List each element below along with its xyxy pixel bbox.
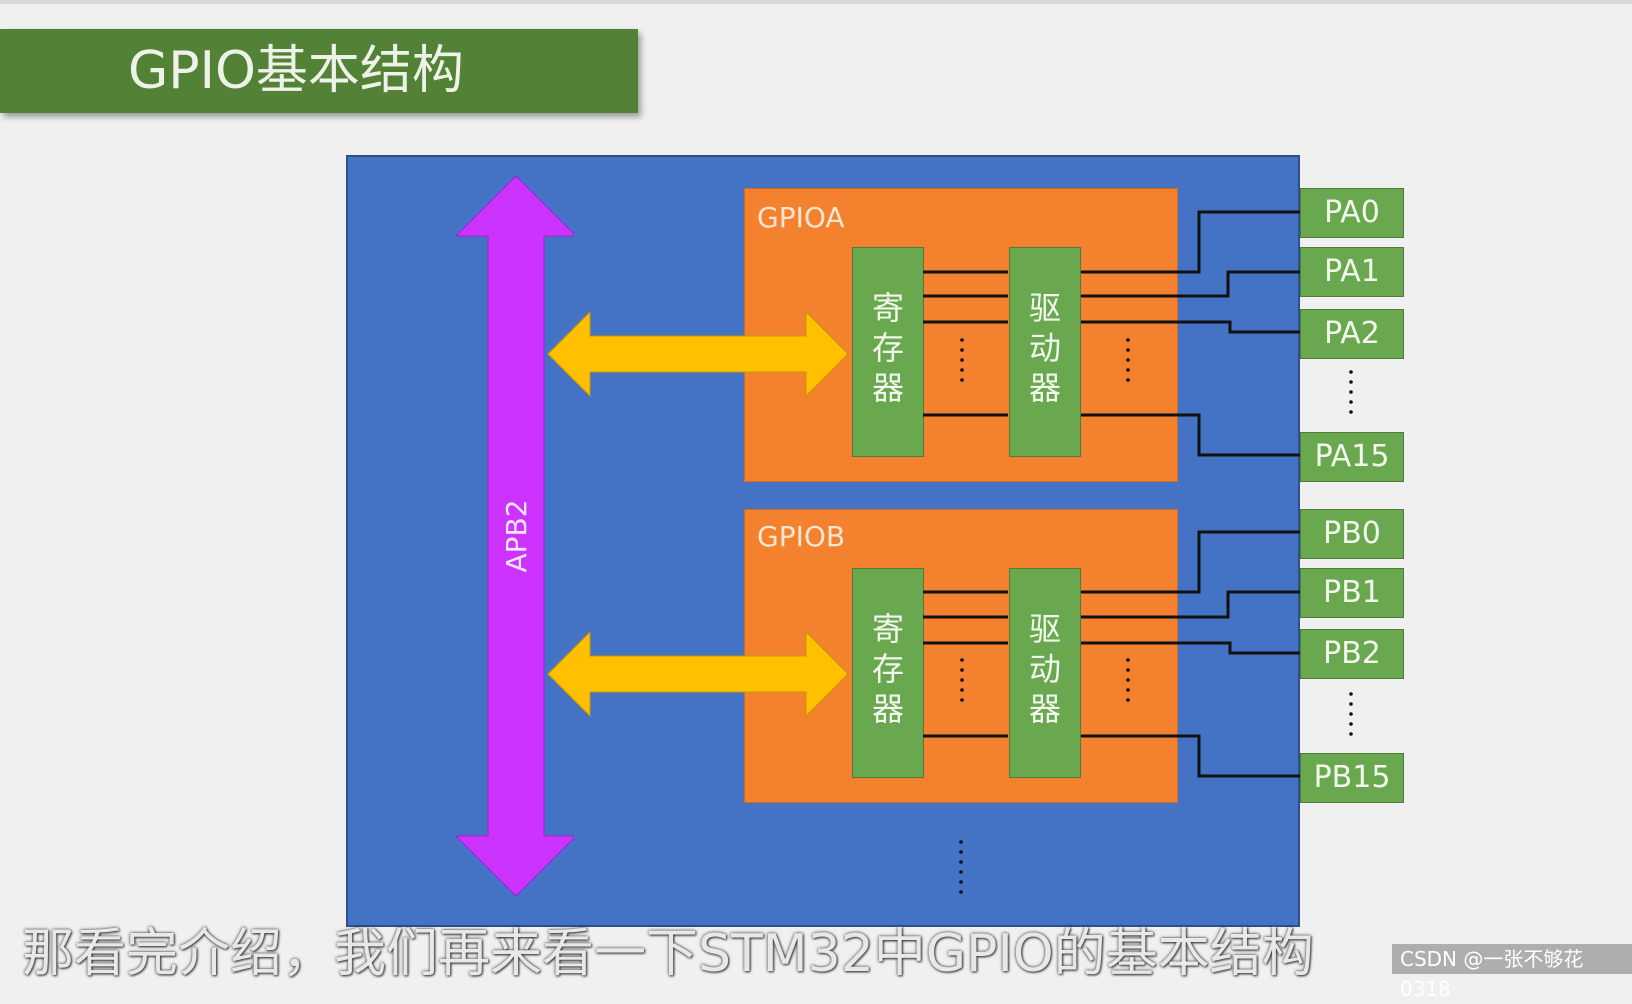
gpiob-register-char: 寄 [871,610,904,648]
gpioa-pin-wires [1081,210,1300,457]
gpioa-driver-char: 器 [1028,369,1061,407]
gpioa-register: 寄 存 器 [852,247,924,457]
pin-pb1: PB1 [1300,568,1404,618]
gpioa-internal-lines [923,270,1008,417]
gpioa-register-char: 寄 [871,289,904,327]
pin-pb0: PB0 [1300,509,1404,559]
gpioa-label: GPIOA [757,201,845,234]
gpiob-register: 寄 存 器 [852,568,924,778]
top-divider [0,0,1632,4]
gpiob-register-char: 器 [871,690,904,728]
gpiob-data-arrow [547,630,849,718]
gpiob-label: GPIOB [757,520,846,553]
gpiob-pin-ellipsis [1349,692,1353,736]
gpioa-reg-ellipsis [960,338,964,382]
pin-pb15: PB15 [1300,753,1404,803]
gpiob-driver-char: 器 [1028,690,1061,728]
gpiob-driver-char: 动 [1028,650,1061,688]
title-banner: GPIO基本结构 [0,29,638,113]
page-title: GPIO基本结构 [128,41,464,101]
video-subtitle: 那看完介绍，我们再来看一下STM32中GPIO的基本结构 [22,924,1314,980]
gpiob-pin-wires [1081,530,1300,778]
pin-pa2: PA2 [1300,309,1404,359]
pin-pa1: PA1 [1300,247,1404,297]
gpiob-internal-lines [923,590,1008,738]
gpiob-driver: 驱 动 器 [1009,568,1081,778]
gpiob-reg-ellipsis [960,658,964,702]
gpioa-driver: 驱 动 器 [1009,247,1081,457]
pin-pa15: PA15 [1300,432,1404,482]
wiring-overlay [547,210,1353,894]
gpioa-pin-ellipsis [1349,370,1353,414]
gpiob-drv-ellipsis [1126,658,1130,702]
gpiob-driver-char: 驱 [1028,610,1061,648]
gpioa-driver-char: 驱 [1028,289,1061,327]
apb2-bus-arrow [454,176,574,896]
pin-pa0: PA0 [1300,188,1404,238]
gpioa-register-char: 存 [871,329,904,367]
pin-pb2: PB2 [1300,629,1404,679]
more-gpio-ellipsis [959,840,963,894]
gpioa-drv-ellipsis [1126,338,1130,382]
gpioa-register-char: 器 [871,369,904,407]
gpiob-register-char: 存 [871,650,904,688]
gpioa-driver-char: 动 [1028,329,1061,367]
watermark: CSDN @一张不够花0318 [1392,944,1632,1001]
gpioa-data-arrow [547,310,849,398]
